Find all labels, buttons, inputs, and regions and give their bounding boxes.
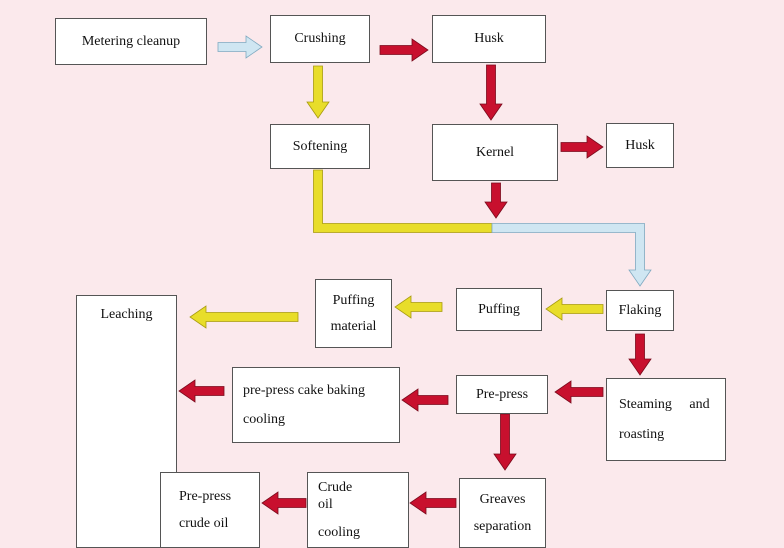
arrow-kernel-to-flaking <box>484 182 508 219</box>
node-metering-cleanup: Metering cleanup <box>55 18 207 65</box>
node-prepress-crude-oil: Pre-press crude oil <box>160 472 260 548</box>
arrow-puffing-to-puffing-material <box>394 295 443 319</box>
crude-oil-line1: Crude oil <box>318 479 353 513</box>
arrow-greaves-to-crude-oil-cooling <box>409 491 457 515</box>
arrow-softening-to-flaking-blue <box>491 223 652 287</box>
arrow-metering-to-crushing <box>217 35 263 59</box>
puffing-material-line2: material <box>330 318 377 334</box>
crude-oil-line2: cooling <box>318 524 360 540</box>
steaming-line2: roasting <box>619 426 665 442</box>
arrow-crude-oil-cooling-to-prepress-crude-oil <box>261 491 307 515</box>
prepress-crude-line1: Pre-press <box>179 488 232 504</box>
steaming-line1: Steaming and <box>619 397 710 412</box>
arrow-puffing-material-to-leaching <box>189 305 299 329</box>
node-crude-oil-cooling: Crude oil cooling <box>307 472 409 548</box>
arrow-steaming-to-prepress <box>554 380 604 404</box>
prepress-cake-line1: pre-press cake baking <box>243 382 366 398</box>
arrow-husk-top-to-kernel <box>479 64 503 121</box>
node-pre-press: Pre-press <box>456 375 548 414</box>
arrow-flaking-to-puffing <box>545 297 604 321</box>
node-puffing-material: Puffing material <box>315 279 392 348</box>
arrow-prepress-to-prepress-cake <box>401 388 449 412</box>
arrow-prepress-cake-to-leaching <box>178 379 225 403</box>
arrow-crushing-to-husk-top <box>379 38 429 62</box>
node-prepress-cake: pre-press cake baking cooling <box>232 367 400 443</box>
arrow-crushing-to-softening <box>306 65 330 119</box>
node-flaking: Flaking <box>606 290 674 331</box>
puffing-material-line1: Puffing <box>332 293 375 308</box>
arrow-prepress-to-greaves <box>493 413 517 471</box>
prepress-cake-line2: cooling <box>243 412 285 427</box>
arrow-flaking-to-steaming <box>628 333 652 376</box>
node-crushing: Crushing <box>270 15 370 63</box>
node-greaves-separation: Greaves separation <box>459 478 546 548</box>
node-puffing: Puffing <box>456 288 542 331</box>
node-husk-right: Husk <box>606 123 674 168</box>
greaves-line1: Greaves <box>479 491 526 507</box>
node-softening: Softening <box>270 124 370 169</box>
node-husk-top: Husk <box>432 15 546 63</box>
node-steaming-roasting: Steaming and roasting <box>606 378 726 461</box>
arrow-kernel-to-husk-right <box>560 135 604 159</box>
node-kernel: Kernel <box>432 124 558 181</box>
greaves-line2: separation <box>473 519 532 534</box>
prepress-crude-line2: crude oil <box>179 516 229 531</box>
